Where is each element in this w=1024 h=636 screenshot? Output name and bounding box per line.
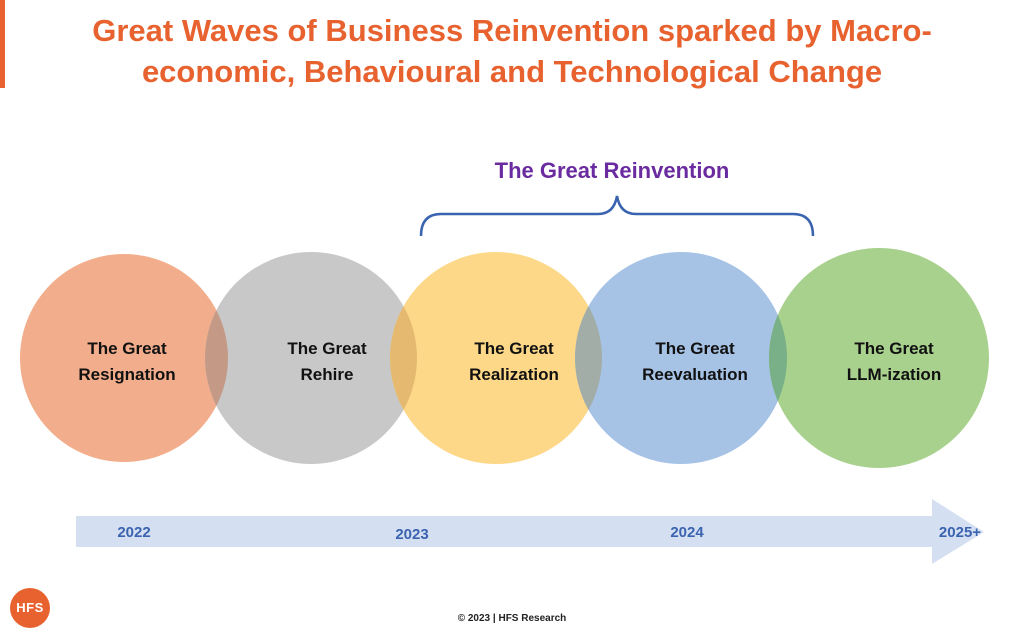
wave-circle-resignation bbox=[20, 254, 228, 462]
title-line-1: Great Waves of Business Reinvention spar… bbox=[92, 13, 932, 48]
wave-circle-reevaluation bbox=[575, 252, 787, 464]
year-2023: 2023 bbox=[395, 526, 428, 543]
wave-label-llm-ization-line2: LLM-ization bbox=[847, 365, 941, 384]
hfs-logo: HFS bbox=[10, 588, 50, 628]
wave-label-resignation-line1: The Great bbox=[87, 339, 167, 358]
wave-label-rehire-line1: The Great bbox=[287, 339, 367, 358]
wave-label-llm-ization-line1: The Great bbox=[854, 339, 934, 358]
wave-label-rehire-line2: Rehire bbox=[301, 365, 354, 384]
bracket-label: The Great Reinvention bbox=[495, 158, 730, 183]
wave-label-reevaluation-line1: The Great bbox=[655, 339, 735, 358]
year-2025-plus: 2025+ bbox=[939, 524, 981, 541]
wave-circle-llm-ization bbox=[769, 248, 989, 468]
wave-label-resignation-line2: Resignation bbox=[78, 365, 175, 384]
title-line-2: economic, Behavioural and Technological … bbox=[141, 54, 883, 89]
footer-copyright: © 2023 | HFS Research bbox=[457, 613, 567, 624]
wave-circle-rehire bbox=[205, 252, 417, 464]
year-2024: 2024 bbox=[670, 524, 704, 541]
timeline-arrow bbox=[76, 499, 984, 564]
accent-bar bbox=[0, 0, 5, 88]
year-2022: 2022 bbox=[117, 524, 150, 541]
wave-label-realization-line2: Realization bbox=[469, 365, 559, 384]
wave-label-reevaluation-line2: Reevaluation bbox=[642, 365, 748, 384]
wave-label-realization-line1: The Great bbox=[474, 339, 554, 358]
slide-title: Great Waves of Business Reinvention spar… bbox=[40, 10, 984, 92]
wave-circle-realization bbox=[390, 252, 602, 464]
reinvention-bracket bbox=[419, 195, 815, 237]
